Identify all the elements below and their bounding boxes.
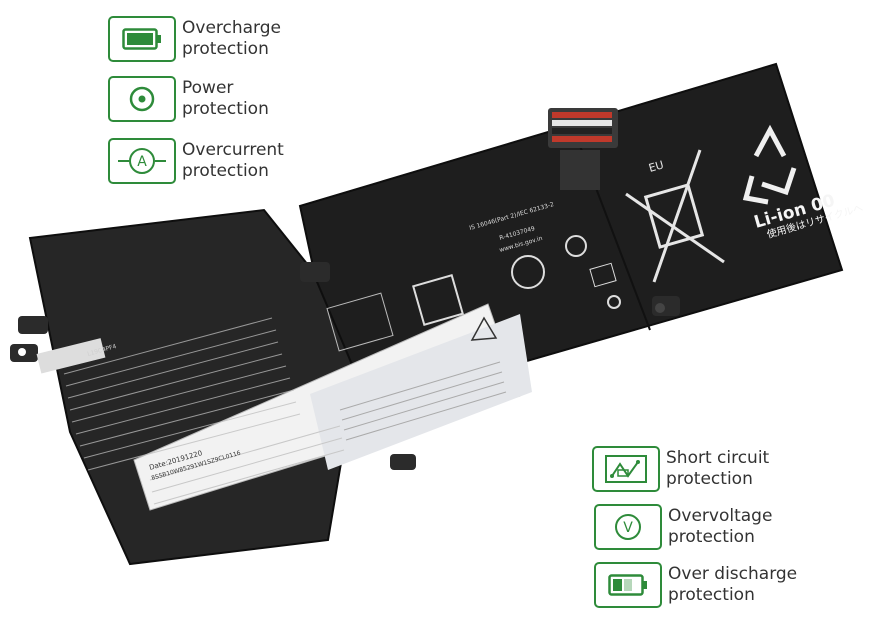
- circuit-board-icon: [592, 446, 660, 492]
- feature-label: Over discharge protection: [668, 564, 798, 605]
- feature-short-circuit: Short circuit protection: [592, 446, 769, 492]
- feature-power: Power protection: [108, 76, 269, 122]
- mounting-tab-left-top: [18, 316, 48, 334]
- battery-low-icon: [594, 562, 662, 608]
- barcode-sticker: [36, 338, 106, 374]
- eu-mark-text: EU: [647, 158, 665, 175]
- ammeter-icon: A: [108, 138, 176, 184]
- feature-label: Overcharge protection: [182, 18, 281, 59]
- feature-label: Short circuit protection: [666, 448, 770, 489]
- mounting-tab-bottom: [390, 454, 416, 470]
- feature-label: Power protection: [182, 78, 269, 119]
- feature-overcurrent: A Overcurrent protection: [108, 138, 284, 184]
- recycle-seal-icon: [511, 255, 545, 289]
- eu-weee-bin-icon: [625, 149, 725, 283]
- feature-overvoltage: V Overvoltage protection: [594, 504, 772, 550]
- warning-triangle-icon: [470, 316, 498, 341]
- feature-label: Overvoltage protection: [668, 506, 773, 547]
- mounting-tab-mid: [300, 262, 330, 282]
- svg-text:A: A: [137, 154, 147, 170]
- power-target-icon: [108, 76, 176, 122]
- recycle-arrows-icon: [742, 124, 797, 205]
- feature-overcharge: Overcharge protection: [108, 16, 281, 62]
- feature-label: Overcurrent protection: [182, 140, 284, 181]
- ict-mark-icon: [412, 274, 464, 326]
- feature-over-discharge: Over discharge protection: [594, 562, 797, 608]
- voltmeter-icon: V: [594, 504, 662, 550]
- svg-text:V: V: [623, 520, 633, 536]
- battery-full-icon: [108, 16, 176, 62]
